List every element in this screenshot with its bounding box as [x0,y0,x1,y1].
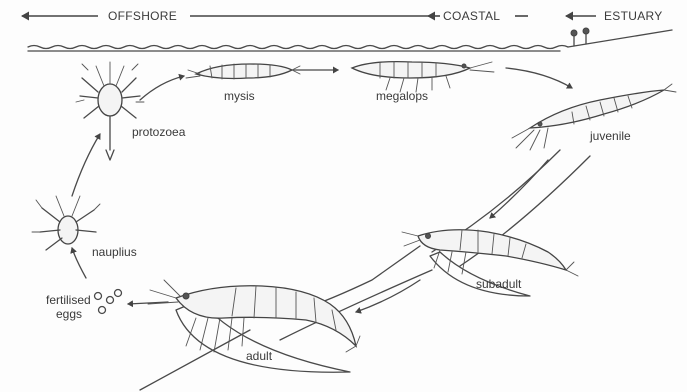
label-mysis: mysis [224,89,255,103]
label-juvenile: juvenile [589,129,631,143]
megalops-illustration [352,62,494,92]
arrow-subadult-to-adult [356,280,420,312]
mysis-illustration [186,64,300,79]
nauplius-illustration [32,196,100,250]
zone-offshore-label: OFFSHORE [108,9,177,23]
label-eggs: eggs [56,307,82,321]
arrow-juvenile-to-subadult [490,160,548,218]
label-subadult: subadult [476,277,522,291]
water-surface [28,28,672,51]
zone-coastal-label: COASTAL [443,9,500,23]
arrow-protozoea-to-mysis [140,76,184,100]
zone-band: OFFSHORE COASTAL ESTUARY [22,9,663,23]
eggs-illustration [95,290,122,314]
label-adult: adult [246,349,273,363]
label-megalops: megalops [376,89,428,103]
label-nauplius: nauplius [92,245,137,259]
migration-paths [140,150,590,390]
protozoea-illustration [76,62,144,160]
label-fertilised: fertilised [46,293,91,307]
arrow-megalops-to-juvenile [506,68,572,88]
estuary-figures [571,28,589,46]
arrow-eggs-to-nauplius [72,248,86,278]
arrow-nauplius-to-protozoea [72,134,100,196]
label-protozoea: protozoea [132,125,186,139]
cycle-arrows [72,68,572,312]
zone-estuary-label: ESTUARY [604,9,663,23]
